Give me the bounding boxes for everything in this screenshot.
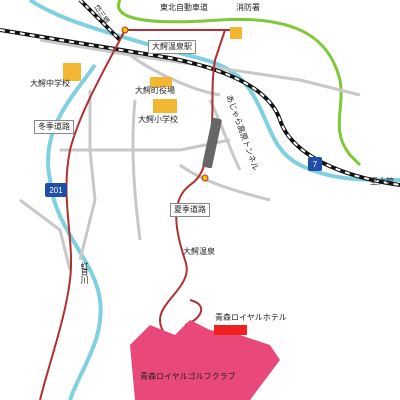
to-owani-label: 至大館: [370, 177, 394, 186]
summer-road-label: 夏季道路: [170, 203, 210, 217]
svg-text:201: 201: [49, 186, 63, 195]
minor-roads: [19, 38, 361, 271]
hotel-marker: [214, 325, 247, 335]
tunnel-shape: [202, 117, 222, 169]
route-7-shield: 7: [308, 157, 322, 171]
river-tributary: [46, 63, 103, 400]
junction-marker: [121, 26, 129, 34]
winter-road-label: 冬季道路: [34, 120, 74, 134]
golf-club-label: 青森ロイヤルゴルフクラブ: [140, 372, 236, 381]
route-201-shield: 201: [45, 183, 67, 197]
junior-high-school-marker: [63, 63, 81, 81]
river-label: 虹貝川: [80, 262, 89, 283]
town-office-label: 大鰐町役場: [135, 86, 175, 95]
expressway-line: [117, 0, 362, 167]
fire-station-marker: [230, 27, 242, 39]
svg-text:7: 7: [313, 160, 318, 169]
junction-marker: [201, 174, 209, 182]
golf-course-area: [130, 320, 280, 400]
owani-onsen-station-label: 大鰐温泉駅: [148, 40, 196, 54]
junior-high-label: 大鰐中学校: [30, 79, 70, 88]
river-line: [28, 0, 400, 182]
tohoku-expressway-label: 東北自動車道: [160, 3, 208, 12]
elementary-school-marker: [153, 99, 177, 113]
owani-onsen-label: 大鰐温泉: [183, 247, 215, 256]
elementary-school-label: 大鰐小学校: [138, 115, 178, 124]
town-office-marker: [150, 77, 172, 87]
fire-station-label: 消防署: [236, 3, 260, 12]
hotel-label: 青森ロイヤルホテル: [215, 313, 287, 322]
